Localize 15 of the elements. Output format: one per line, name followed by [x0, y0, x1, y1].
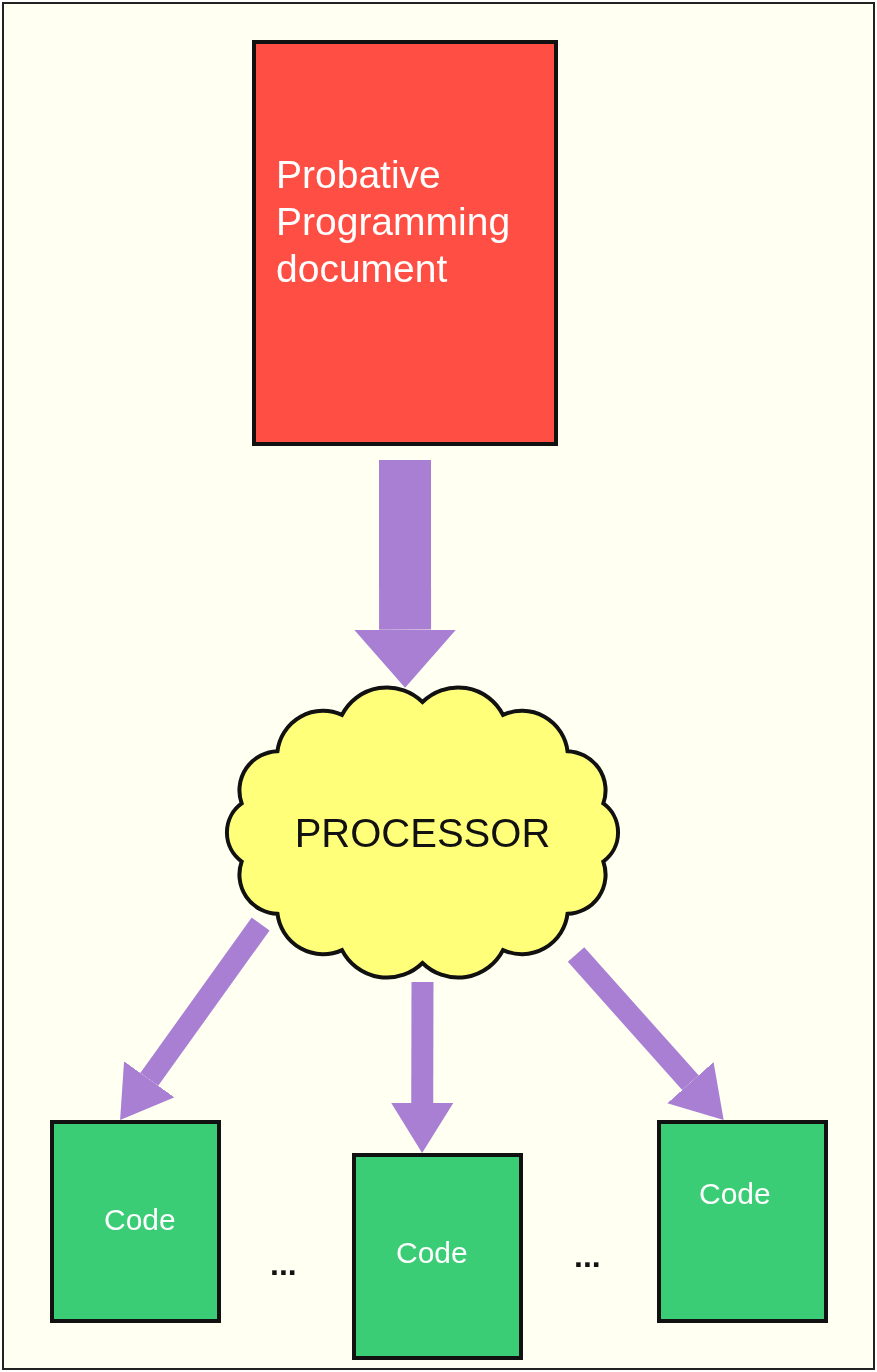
arrow	[120, 917, 270, 1120]
arrow	[354, 460, 457, 688]
code-box	[50, 1120, 221, 1323]
node-label: Code	[699, 1176, 772, 1212]
ellipsis-label: ...	[574, 1238, 601, 1275]
node-label: Code	[396, 1235, 469, 1271]
code-box	[352, 1153, 523, 1360]
arrow	[567, 947, 724, 1120]
node-label: Code	[104, 1202, 177, 1238]
node-label: Probative Programming document	[276, 152, 512, 292]
code-box	[657, 1120, 828, 1323]
ellipsis-label: ...	[270, 1246, 297, 1283]
document-box	[252, 40, 558, 446]
arrow	[391, 981, 454, 1153]
node-label: PROCESSOR	[293, 809, 552, 857]
